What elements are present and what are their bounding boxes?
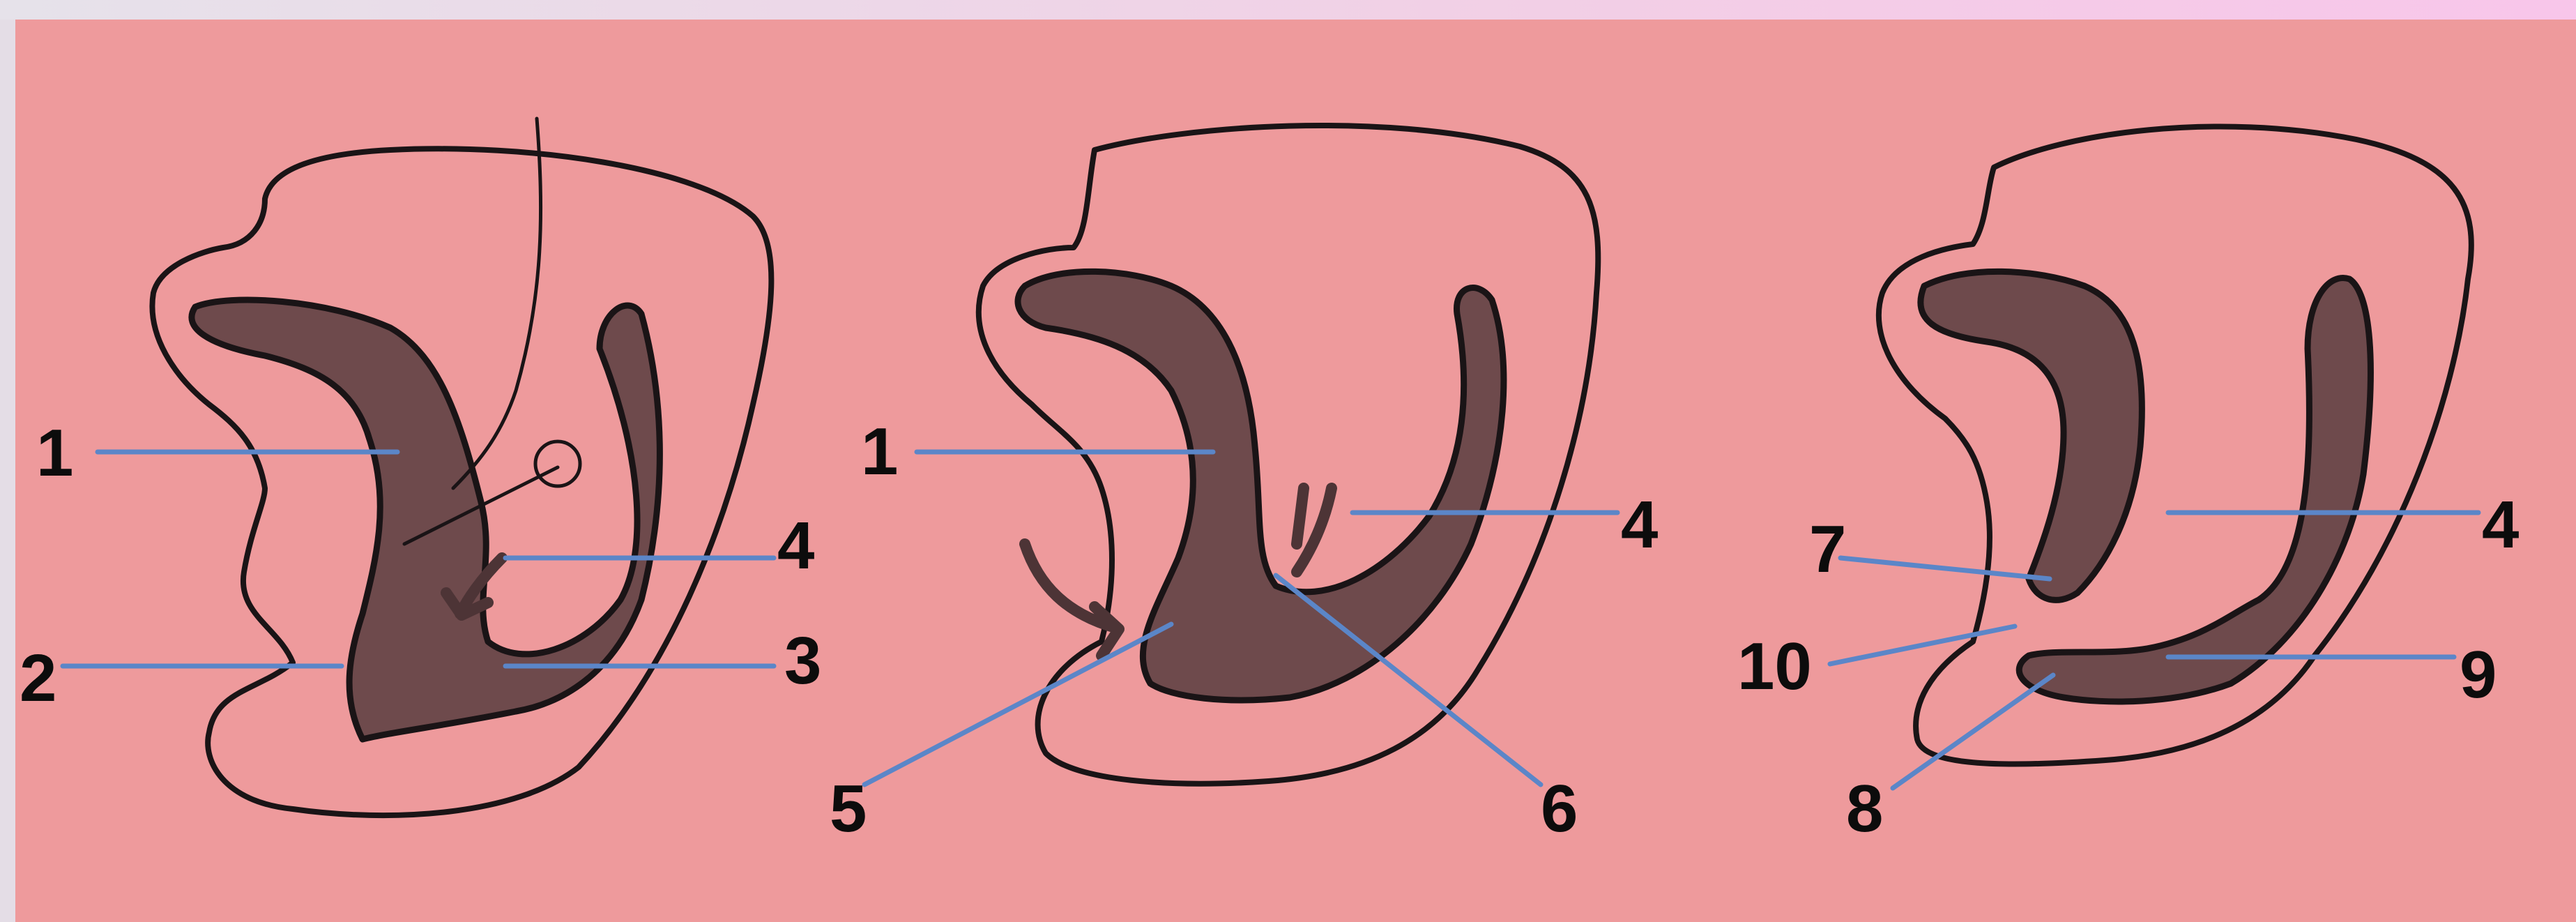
label-p2-6: 6 bbox=[1541, 771, 1578, 846]
stage-3-drawing bbox=[1879, 126, 2471, 764]
label-p1-1: 1 bbox=[36, 416, 73, 490]
label-p3-8: 8 bbox=[1846, 771, 1883, 846]
label-p3-4: 4 bbox=[2482, 488, 2519, 562]
label-p2-5: 5 bbox=[830, 771, 867, 846]
stage-3-gut-upper bbox=[1921, 271, 2142, 600]
label-p3-10: 10 bbox=[1737, 629, 1812, 704]
label-p1-4: 4 bbox=[777, 508, 814, 583]
stage-1-primitive-gut bbox=[192, 300, 660, 739]
label-p1-2: 2 bbox=[20, 641, 56, 716]
stage-1-drawing bbox=[152, 119, 771, 815]
leader-p3-10 bbox=[1830, 626, 2015, 664]
stage-2-right-arrow bbox=[1297, 488, 1332, 572]
leader-p3-7 bbox=[1840, 558, 2050, 579]
stage-1-circle-marker bbox=[535, 441, 580, 486]
label-p3-9: 9 bbox=[2460, 637, 2497, 712]
stage-2-drawing bbox=[979, 126, 1598, 784]
leader-p2-5 bbox=[864, 624, 1171, 785]
label-p2-4: 4 bbox=[1621, 488, 1658, 562]
label-p3-7: 7 bbox=[1809, 512, 1846, 587]
stage-1-vertical-line bbox=[453, 119, 541, 488]
label-p2-1: 1 bbox=[861, 414, 898, 489]
label-p1-3: 3 bbox=[784, 624, 821, 698]
stage-2-primitive-gut bbox=[1018, 271, 1504, 700]
